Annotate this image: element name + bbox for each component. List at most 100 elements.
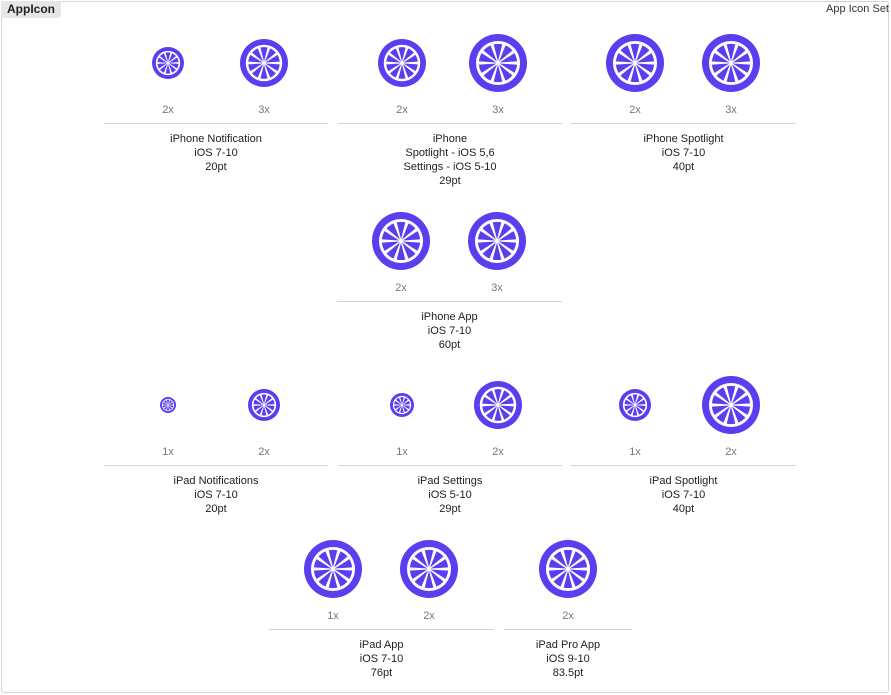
group-divider — [338, 465, 562, 466]
icon-slot-2x[interactable]: 2x — [518, 539, 618, 625]
group-title: iPad Spotlight iOS 7-10 40pt — [571, 474, 796, 516]
icon-well[interactable] — [283, 539, 383, 599]
icon-slot-1x[interactable]: 1x — [352, 375, 452, 461]
scale-label: 2x — [258, 446, 270, 458]
lime-slice-icon — [468, 212, 526, 270]
icon-slot-3x[interactable]: 3x — [214, 33, 314, 119]
group-title-line: iOS 7-10 — [194, 147, 238, 159]
group-title-line: 20pt — [205, 503, 227, 515]
icon-slot-3x[interactable]: 3x — [447, 211, 547, 297]
icon-slot-2x[interactable]: 2x — [214, 375, 314, 461]
lime-slice-icon — [378, 39, 426, 87]
group-title-line: Settings - iOS 5-10 — [403, 161, 497, 173]
group-title-line: iPad App — [359, 639, 404, 651]
icon-slot-1x[interactable]: 1x — [118, 375, 218, 461]
group-title-line: iOS 7-10 — [661, 489, 706, 501]
icon-well[interactable] — [585, 375, 685, 435]
group-title-line: iOS 7-10 — [194, 489, 238, 501]
group-title-line: iPhone Spotlight — [643, 133, 724, 145]
icon-well[interactable] — [585, 33, 685, 93]
lime-slice-icon — [400, 540, 458, 598]
group-divider — [504, 629, 632, 630]
scale-label: 2x — [562, 610, 574, 622]
scale-label: 2x — [162, 104, 174, 116]
group-title-line: 83.5pt — [552, 667, 584, 679]
lime-slice-icon — [539, 540, 597, 598]
icon-well[interactable] — [214, 33, 314, 93]
icon-well[interactable] — [448, 33, 548, 93]
icon-slot-2x[interactable]: 2x — [352, 33, 452, 119]
lime-slice-icon — [619, 389, 651, 421]
scale-label: 1x — [396, 446, 408, 458]
lime-slice-icon — [372, 212, 430, 270]
group-title-line: iOS 7-10 — [427, 325, 472, 337]
icon-well[interactable] — [447, 211, 547, 271]
asset-type-label: App Icon Set — [826, 3, 889, 15]
group-title-line: iOS 7-10 — [661, 147, 706, 159]
icon-well[interactable] — [681, 375, 781, 435]
lime-slice-icon — [390, 393, 414, 417]
asset-name-tag: AppIcon — [1, 1, 61, 18]
icon-slot-1x[interactable]: 1x — [283, 539, 383, 625]
icon-slot-2x[interactable]: 2x — [351, 211, 451, 297]
lime-slice-icon — [152, 47, 184, 79]
lime-slice-icon — [160, 397, 176, 413]
icon-slot-2x[interactable]: 2x — [448, 375, 548, 461]
group-divider — [571, 123, 796, 124]
lime-slice-icon — [469, 34, 527, 92]
icon-well[interactable] — [352, 33, 452, 93]
icon-well[interactable] — [379, 539, 479, 599]
group-title-line: 76pt — [370, 667, 393, 679]
group-title-line: 29pt — [439, 503, 461, 515]
scale-label: 1x — [629, 446, 641, 458]
group-title-line: 29pt — [439, 175, 461, 187]
scale-label: 1x — [327, 610, 339, 622]
scale-label: 2x — [492, 446, 504, 458]
icon-slot-2x[interactable]: 2x — [681, 375, 781, 461]
group-title-line: 40pt — [672, 161, 695, 173]
group-title-line: iPhone Notification — [170, 133, 262, 145]
scale-label: 3x — [258, 104, 270, 116]
icon-slot-2x[interactable]: 2x — [379, 539, 479, 625]
group-title: iPhone App iOS 7-10 60pt — [337, 310, 562, 352]
icon-well[interactable] — [352, 375, 452, 435]
icon-well[interactable] — [214, 375, 314, 435]
group-divider — [104, 465, 328, 466]
icon-slot-3x[interactable]: 3x — [448, 33, 548, 119]
group-title-line: 60pt — [438, 339, 461, 351]
icon-group: 2x 3x iPhone App iOS 7-10 60pt — [337, 211, 562, 361]
icon-well[interactable] — [681, 33, 781, 93]
group-title-line: iPad Spotlight — [649, 475, 718, 487]
icon-well[interactable] — [518, 539, 618, 599]
group-title-line: 40pt — [672, 503, 695, 515]
icon-slot-1x[interactable]: 1x — [585, 375, 685, 461]
icon-well[interactable] — [118, 33, 218, 93]
lime-slice-icon — [606, 34, 664, 92]
group-title-line: iOS 5-10 — [428, 489, 472, 501]
icon-slot-2x[interactable]: 2x — [118, 33, 218, 119]
group-title-line: iPad Notifications — [173, 475, 259, 487]
scale-label: 3x — [491, 282, 503, 294]
group-title-line: iPhone — [432, 133, 468, 145]
scale-label: 2x — [396, 104, 408, 116]
group-divider — [338, 123, 562, 124]
icon-well[interactable] — [448, 375, 548, 435]
icon-group: 1x 2x iPad Notifications iOS 7-10 20pt — [104, 375, 328, 525]
icon-well[interactable] — [118, 375, 218, 435]
icon-slot-3x[interactable]: 3x — [681, 33, 781, 119]
scale-label: 2x — [725, 446, 737, 458]
group-title-line: iPhone App — [421, 311, 478, 323]
group-title-line: iOS 9-10 — [546, 653, 590, 665]
icon-well[interactable] — [351, 211, 451, 271]
icon-slot-2x[interactable]: 2x — [585, 33, 685, 119]
group-divider — [571, 465, 796, 466]
